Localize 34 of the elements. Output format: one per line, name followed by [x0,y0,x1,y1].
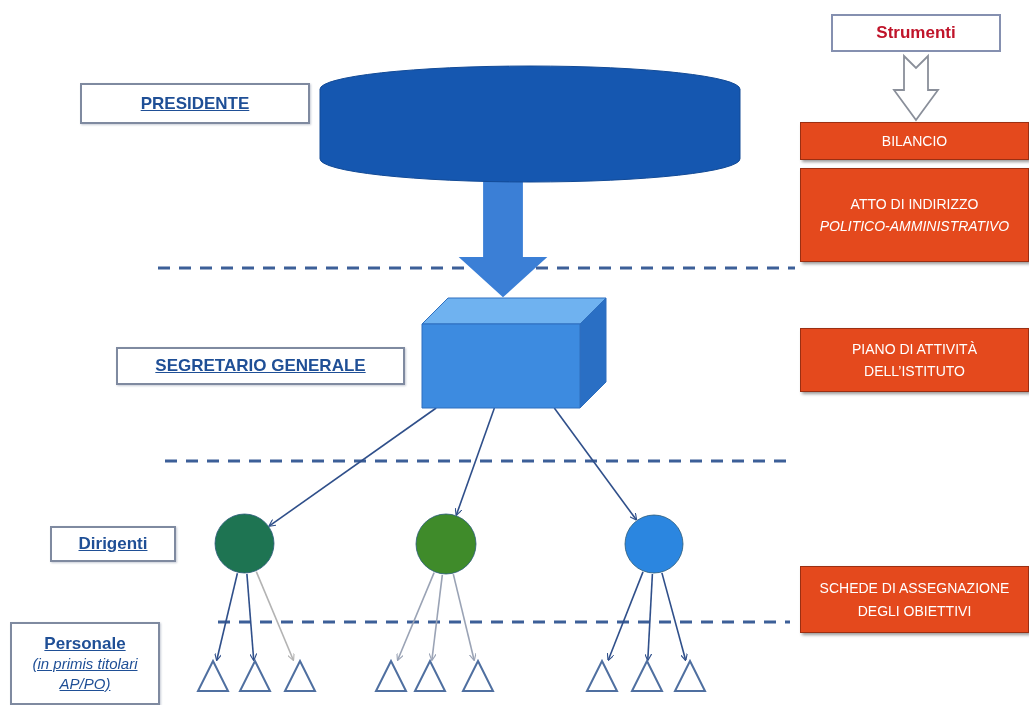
arrow [644,573,654,662]
block-arrow [458,181,548,298]
title-text: SEGRETARIO GENERALE [155,356,366,376]
hollow-arrow [892,53,940,122]
role-label-box [10,622,160,705]
arrow [606,571,644,662]
title-text: PIANO DI ATTIVITÀ DELL’ISTITUTO [851,339,978,381]
role-label-box [50,526,176,562]
arrow [454,407,496,516]
arrow [553,407,638,521]
role-label-box [116,347,405,385]
arrow [661,572,688,662]
title-text: Dirigenti [78,534,148,554]
role-label-box [80,83,310,124]
title-text: SCHEDE DI ASSEGNAZIONE DEGLI OBIETTIVI [818,579,1011,621]
title-text: ATTO DI INDIRIZZO [850,194,979,214]
tool-box [800,328,1029,392]
title-text: PRESIDENTE [140,93,250,114]
tool-box [800,122,1029,160]
title-text: BILANCIO [881,131,948,151]
subtitle-text: (in primis titolari AP/PO) [31,654,139,693]
arrow [246,573,258,662]
arrow [255,570,295,662]
arrow [268,407,437,527]
arrow [452,573,477,662]
arrow [396,571,435,662]
title-text: Strumenti [876,23,956,43]
arrow [428,574,444,662]
title-text: Personale [44,634,126,654]
subtitle-text: POLITICO-AMMINISTRATIVO [819,217,1010,236]
tool-box [800,168,1029,262]
arrow [214,572,239,662]
header-box [831,14,1001,52]
tool-box [800,566,1029,633]
